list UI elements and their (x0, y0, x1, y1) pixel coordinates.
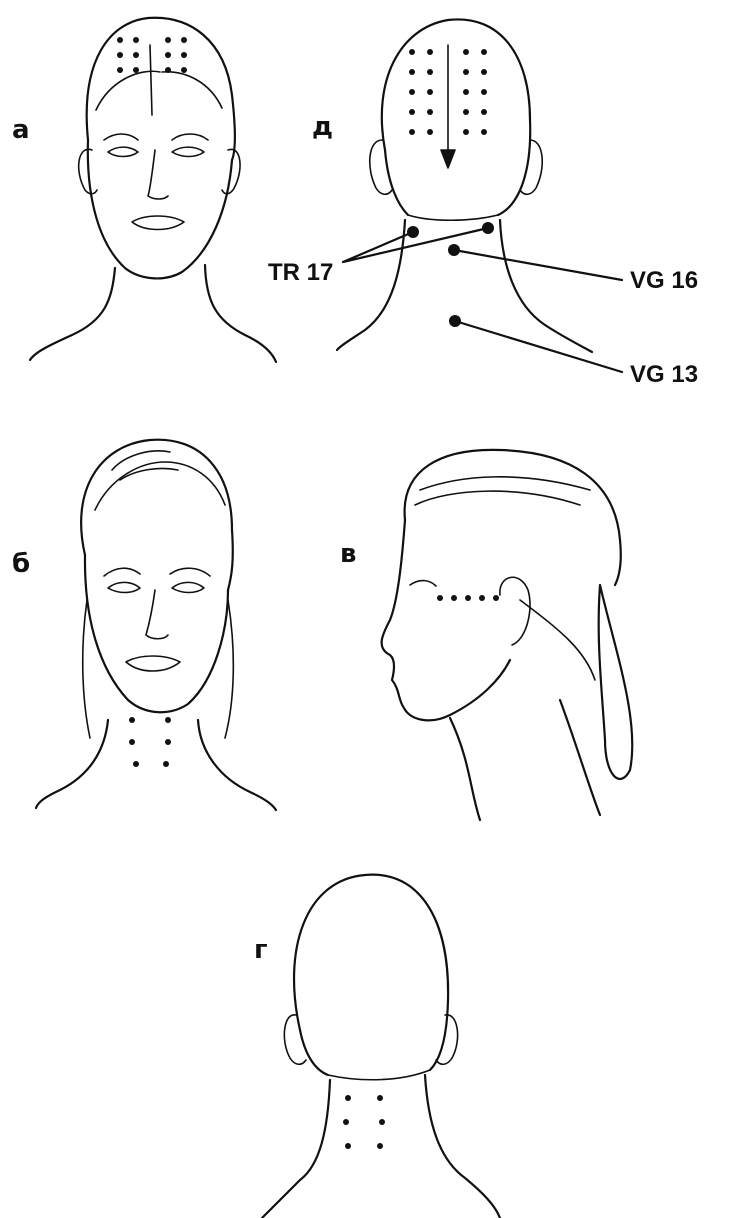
panel-letter-g: г (254, 935, 268, 965)
label-vg13: VG 13 (630, 361, 698, 388)
panel-v-profile-head: в (340, 450, 632, 820)
panel-g-back-head: г (254, 875, 500, 1218)
panel-b-front-head: б (12, 440, 276, 810)
panel-b-neck-dots (129, 717, 171, 767)
panel-letter-b: б (12, 549, 30, 579)
panel-v-temple-dots (437, 595, 499, 601)
panel-letter-a: а (12, 115, 30, 145)
label-vg16: VG 16 (630, 267, 698, 294)
panel-a-scalp-dots (117, 37, 187, 73)
panel-d-back-head: TR 17 VG 16 VG 13 д (268, 19, 698, 388)
label-tr17: TR 17 (268, 259, 333, 286)
panel-letter-d: д (312, 112, 333, 142)
panel-d-arrow (441, 45, 455, 168)
panel-g-neck-dots (343, 1095, 385, 1149)
panel-a-front-head: а (12, 18, 276, 362)
panel-letter-v: в (340, 539, 356, 569)
